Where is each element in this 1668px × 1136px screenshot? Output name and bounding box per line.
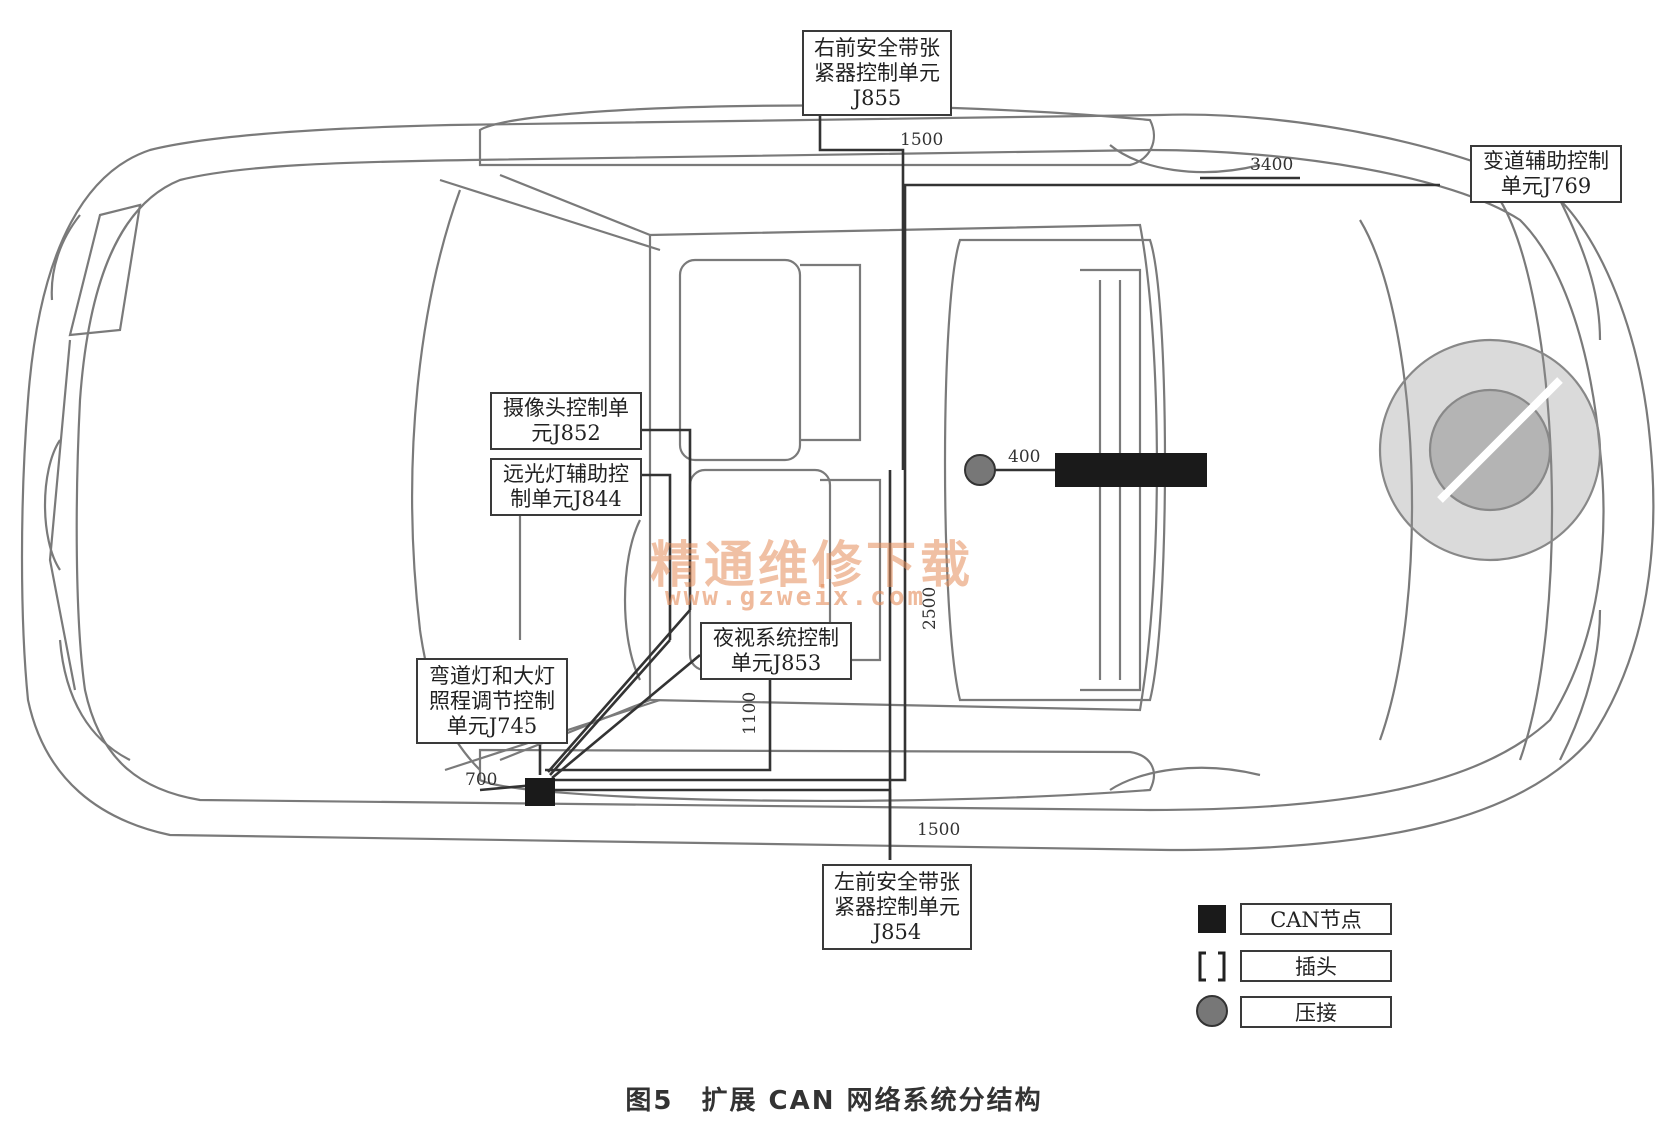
length-1500-top: 1500 (900, 130, 944, 150)
j855-line-3: J855 (852, 85, 902, 110)
legend-can-node-icon (1198, 905, 1226, 933)
j769-line-2: 单元J769 (1500, 174, 1592, 198)
length-400: 400 (1008, 447, 1041, 467)
j852-line-1: 摄像头控制单 (503, 396, 629, 420)
j855-line-2: 紧器控制单元 (814, 60, 940, 85)
wire-j769 (903, 183, 1440, 470)
j854-line-1: 左前安全带张 (834, 869, 960, 894)
wire-j844 (640, 473, 672, 640)
legend-can-node-label: CAN节点 (1240, 903, 1392, 935)
label-j852: 摄像头控制单 元J852 (490, 392, 642, 450)
label-j745: 弯道灯和大灯 照程调节控制 单元J745 (416, 658, 568, 744)
watermark-url: www.gzweix.com (665, 582, 927, 612)
label-j769: 变道辅助控制 单元J769 (1470, 145, 1622, 203)
watermark-title: 精通维修下载 (650, 535, 974, 594)
crimp-junction (964, 454, 996, 486)
label-j855: 右前安全带张 紧器控制单元 J855 (802, 30, 952, 116)
j844-line-2: 制单元J844 (510, 487, 622, 511)
legend-plug-icon (1198, 951, 1226, 982)
j844-line-1: 远光灯辅助控 (503, 462, 629, 486)
label-j844: 远光灯辅助控 制单元J844 (490, 458, 642, 516)
car-body-outline (20, 104, 1655, 852)
legend-plug-label: 插头 (1240, 950, 1392, 982)
legend-crimp-label: 压接 (1240, 996, 1392, 1028)
label-j853: 夜视系统控制 单元J853 (700, 622, 852, 680)
j853-line-1: 夜视系统控制 (713, 626, 839, 650)
j854-line-3: J854 (872, 919, 922, 944)
legend-crimp-icon (1196, 995, 1228, 1027)
j855-line-1: 右前安全带张 (814, 35, 940, 60)
j853-line-2: 单元J853 (730, 651, 822, 675)
j769-line-1: 变道辅助控制 (1483, 149, 1609, 173)
can-stub-bar (1055, 453, 1207, 487)
length-1500-bottom: 1500 (917, 820, 961, 840)
j852-line-2: 元J852 (531, 421, 601, 445)
wire-j855 (818, 112, 905, 470)
j854-line-2: 紧器控制单元 (834, 894, 960, 919)
j745-line-1: 弯道灯和大灯 (429, 663, 555, 688)
wire-j852 (640, 428, 692, 610)
figure-caption: 图5 扩展 CAN 网络系统分结构 (625, 1086, 1043, 1116)
j745-line-3: 单元J745 (446, 713, 538, 738)
length-3400: 3400 (1250, 155, 1294, 175)
j745-line-2: 照程调节控制 (429, 688, 555, 713)
length-700: 700 (465, 770, 498, 790)
label-j854: 左前安全带张 紧器控制单元 J854 (822, 864, 972, 950)
wire-trunk (540, 470, 907, 782)
can-wiring (479, 112, 1440, 860)
length-1100: 1100 (740, 691, 760, 735)
wire-j853 (545, 680, 772, 772)
can-node-j745 (525, 778, 555, 806)
